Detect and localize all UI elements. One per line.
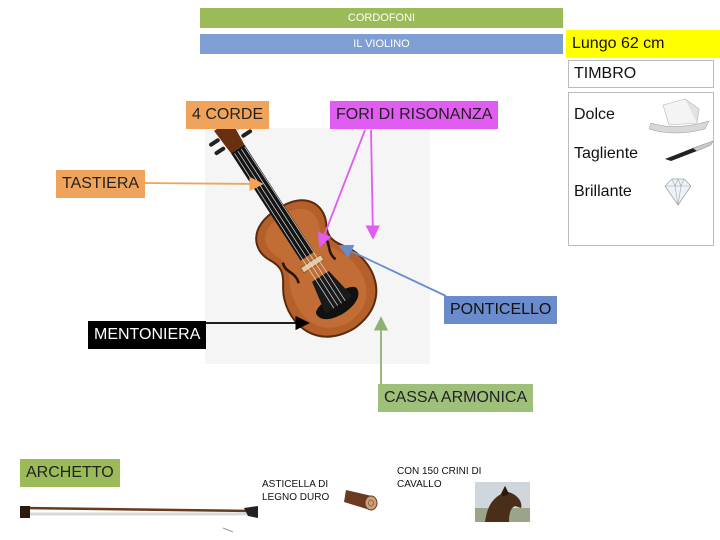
soundhole-arrow-left: [317, 129, 366, 248]
timbre-heading: TIMBRO: [574, 65, 637, 82]
soundhole-arrow-right: [365, 129, 380, 240]
label-fingerboard: TASTIERA: [56, 170, 146, 198]
wood-log-icon: [344, 490, 378, 511]
timbre-list: Dolce Tagliente Brillante: [568, 92, 714, 246]
bow-stick-text: ASTICELLA DI LEGNO DURO: [262, 479, 330, 503]
label-body: CASSA ARMONICA: [378, 384, 534, 412]
timbre-item-dolce: Dolce: [574, 106, 615, 123]
diamond-icon: [664, 178, 692, 206]
tastiera-arrow: [139, 176, 264, 192]
timbre-heading-box: TIMBRO: [568, 60, 714, 88]
knife-icon: [665, 140, 714, 161]
label-strings: 4 CORDE: [186, 101, 270, 129]
label-bow: ARCHETTO: [20, 459, 120, 487]
label-soundholes: FORI DI RISONANZA: [330, 101, 499, 129]
horse-icon: [475, 482, 530, 522]
label-bridge: PONTICELLO: [444, 296, 558, 324]
length-label: Lungo 62 cm: [566, 30, 720, 58]
timbre-item-tagliente: Tagliente: [574, 145, 639, 162]
label-chinrest: MENTONIERA: [88, 321, 207, 349]
title-banner: IL VIOLINO: [200, 34, 563, 54]
pillow-icon: [648, 98, 710, 134]
violin-illustration: [205, 128, 430, 364]
ponticello-arrow: [338, 244, 447, 297]
category-banner: CORDOFONI: [200, 8, 563, 28]
bow-hair-text: CON 150 CRINI DI CAVALLO: [397, 466, 482, 490]
bow-illustration: [20, 506, 258, 533]
timbre-item-brillante: Brillante: [574, 183, 632, 200]
